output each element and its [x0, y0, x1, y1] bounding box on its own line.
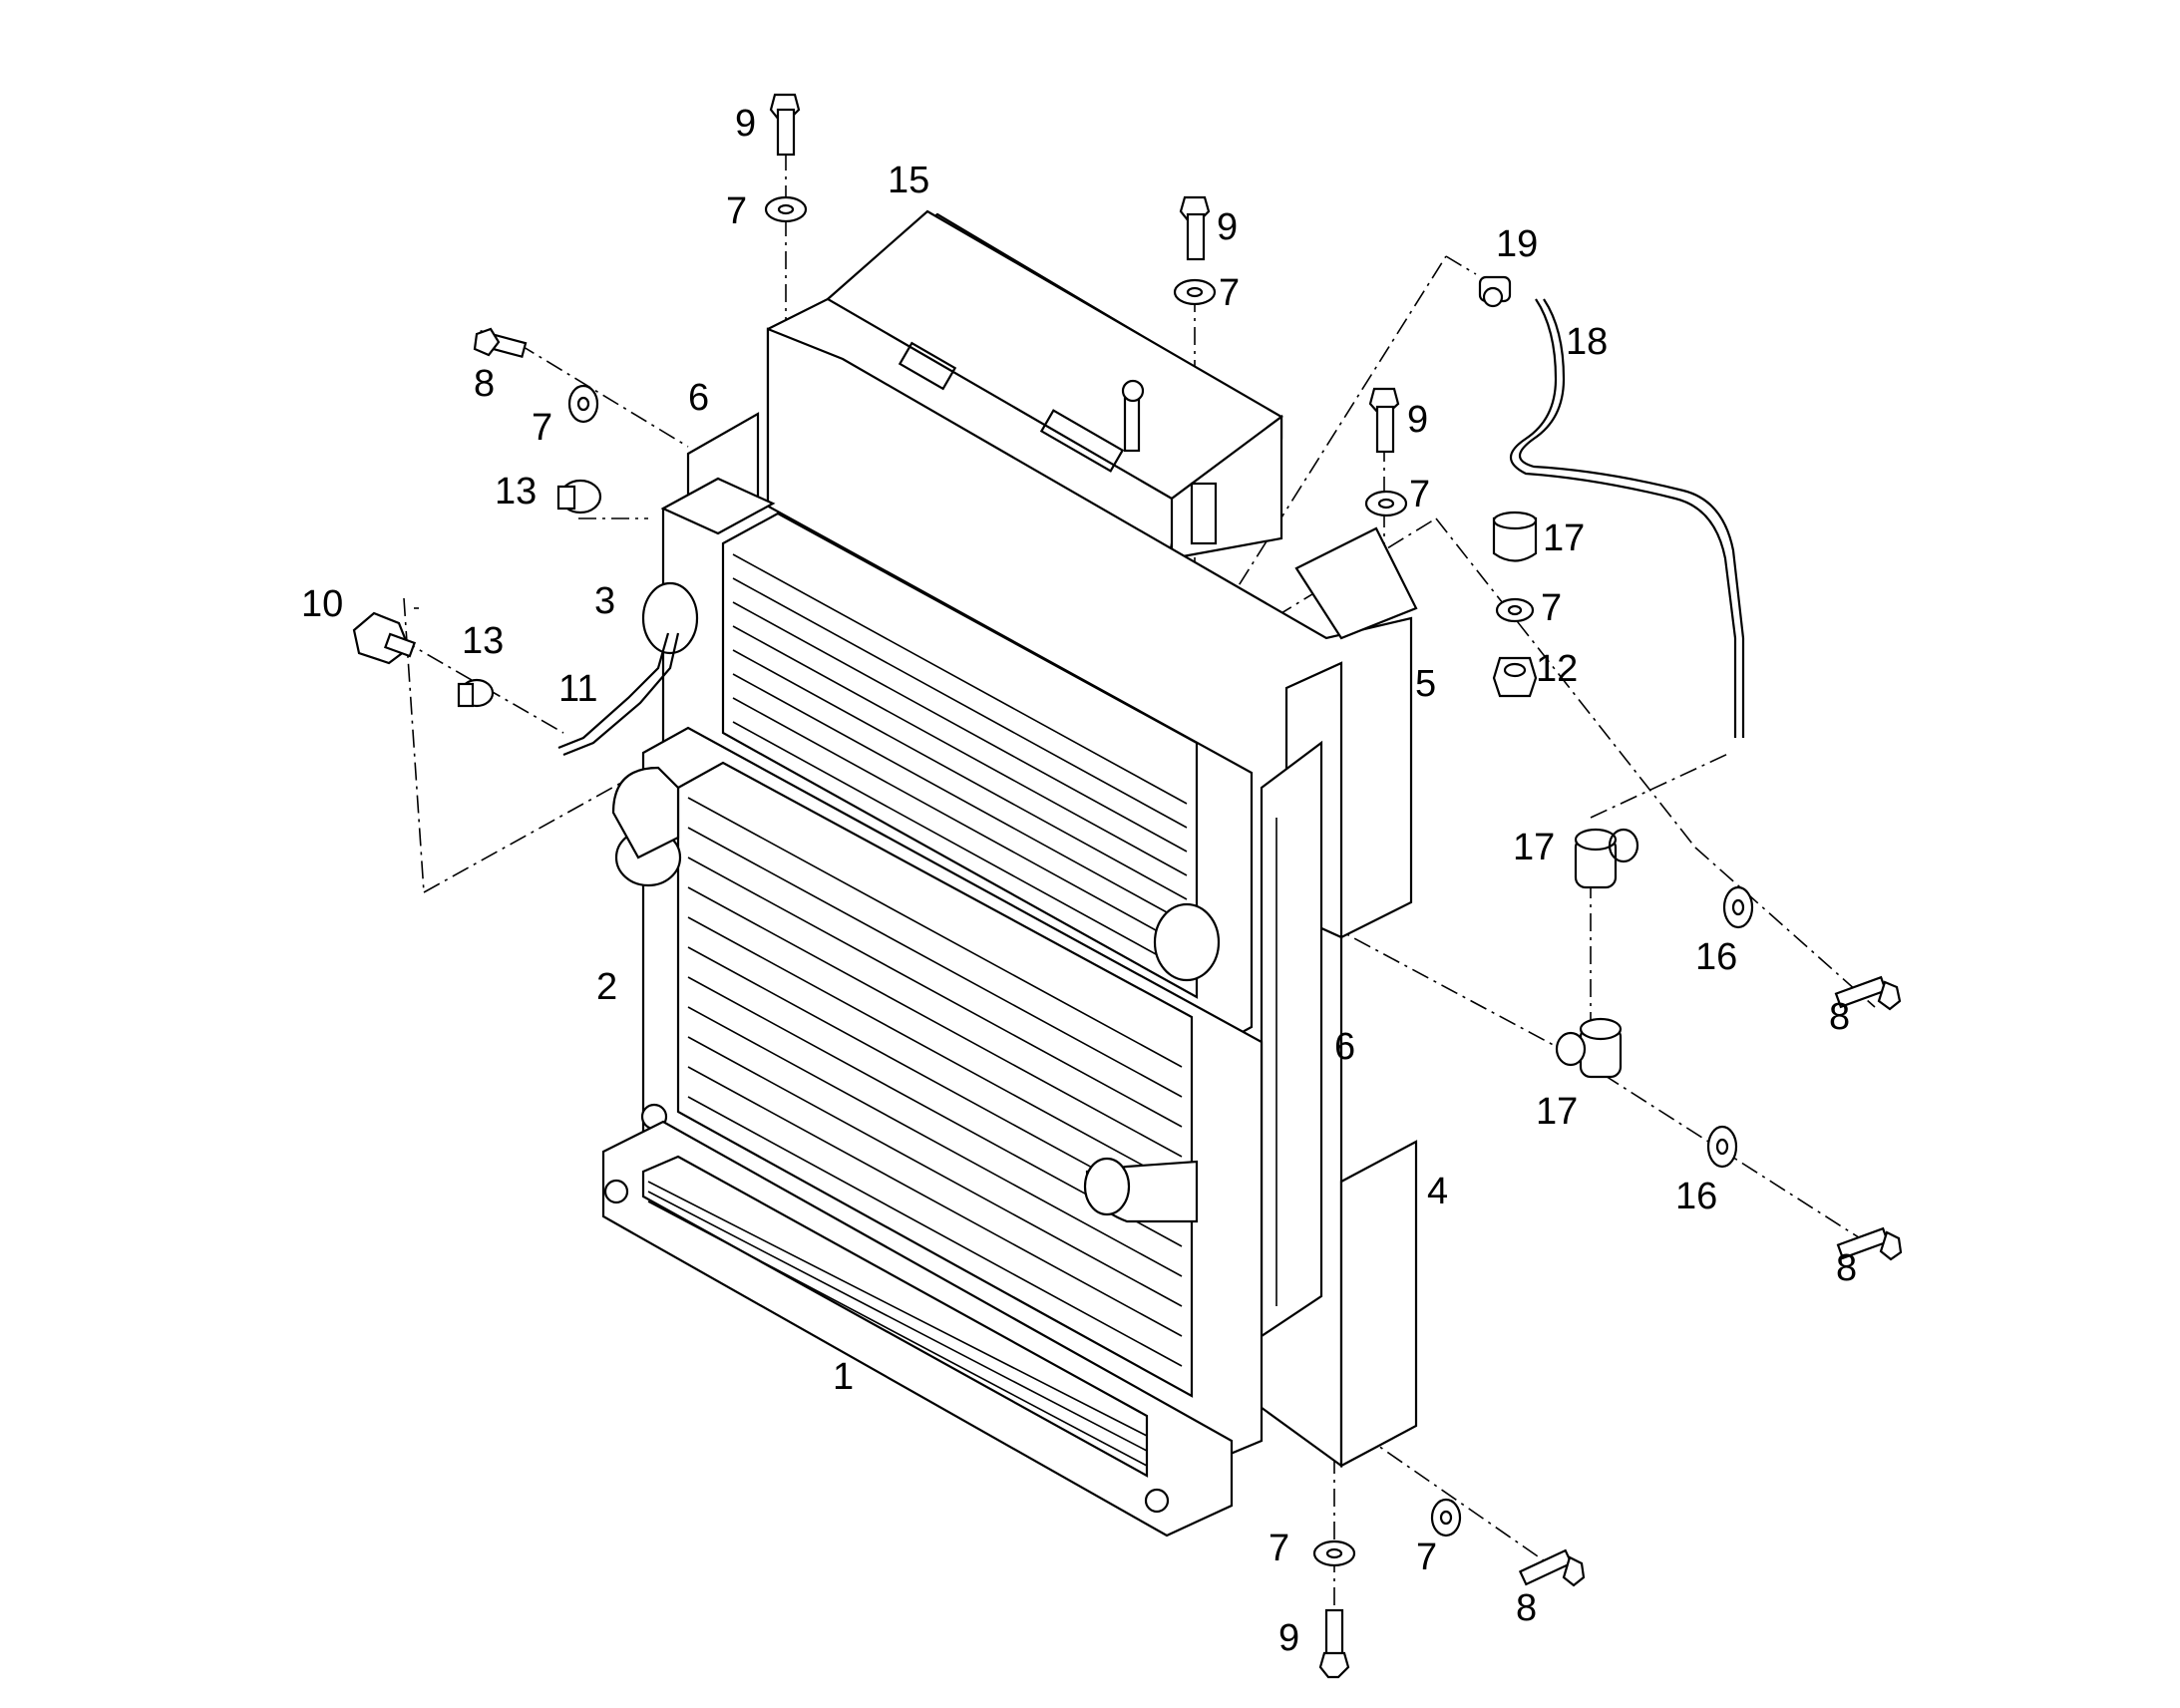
callout-10: 10: [301, 583, 343, 625]
washer-16-upper: [1722, 885, 1754, 929]
washer-7-right: [1495, 597, 1535, 623]
fitting-10: [352, 611, 417, 665]
clamp-13-upper: [556, 479, 602, 514]
callout-4: 4: [1427, 1171, 1448, 1212]
mount-17-top: [1492, 511, 1538, 562]
callout-11: 11: [558, 668, 597, 710]
callout-7-b: 7: [1219, 272, 1240, 314]
washer-7-bottom-left: [1312, 1539, 1356, 1567]
callout-3: 3: [594, 580, 615, 622]
callout-7-c: 7: [1409, 474, 1430, 515]
washer-7-left: [567, 384, 599, 424]
side-plate-right: [1260, 740, 1323, 1339]
callout-13-a: 13: [495, 471, 537, 512]
callout-16-b: 16: [1675, 1176, 1717, 1217]
clamp-13-lower: [457, 678, 495, 708]
callout-7-g: 7: [1416, 1537, 1437, 1578]
callout-9-a: 9: [735, 103, 756, 145]
callout-12: 12: [1536, 648, 1578, 690]
plate-4: [1339, 1140, 1418, 1468]
mount-17-middle: [1574, 828, 1639, 889]
bolt-8-right-upper: [1834, 975, 1902, 1011]
callout-7-a: 7: [726, 190, 747, 232]
bolt-9-top-middle: [1179, 195, 1211, 261]
bolt-9-top-left: [769, 93, 801, 157]
bolt-8-upper-left: [473, 327, 528, 359]
main-radiator: [611, 726, 1264, 1468]
callout-9-c: 9: [1407, 399, 1428, 441]
washer-16-lower: [1706, 1125, 1738, 1169]
bolt-9-top-right: [1368, 387, 1400, 454]
callout-17-b: 17: [1513, 827, 1555, 868]
bolt-8-bottom: [1518, 1548, 1586, 1587]
callout-8-a: 8: [474, 363, 495, 405]
callout-2: 2: [596, 966, 617, 1008]
callout-16-a: 16: [1695, 936, 1737, 978]
callout-19: 19: [1496, 223, 1538, 265]
washer-7-top-left: [764, 195, 808, 223]
callout-9-d: 9: [1278, 1617, 1299, 1659]
callout-13-b: 13: [462, 620, 504, 662]
callout-8-b: 8: [1829, 996, 1850, 1038]
callout-17-a: 17: [1543, 517, 1585, 559]
callout-7-f: 7: [1269, 1528, 1289, 1569]
callout-6-upper: 6: [688, 377, 709, 419]
callout-8-d: 8: [1516, 1587, 1537, 1629]
washer-7-top-right: [1364, 490, 1408, 517]
callout-6-lower: 6: [1334, 1026, 1355, 1068]
callout-5: 5: [1415, 663, 1436, 705]
charge-air-cooler: [557, 477, 1254, 1059]
callout-18: 18: [1566, 321, 1608, 363]
oil-cooler: [601, 1120, 1234, 1537]
callout-8-c: 8: [1836, 1247, 1857, 1289]
callout-9-b: 9: [1217, 206, 1238, 248]
sensor-cable: [1478, 275, 1745, 738]
callout-15: 15: [888, 160, 929, 201]
bolt-9-bottom: [1318, 1608, 1350, 1679]
washer-7-top-middle: [1173, 278, 1217, 306]
callouts: 1 2 3 4 5 6 6 7 7 7 7 7 7 7 8 8 8 8 9 9 …: [301, 103, 1857, 1659]
bolt-8-right-lower: [1836, 1226, 1903, 1261]
nut-12: [1492, 656, 1538, 698]
callout-7-e: 7: [1541, 587, 1562, 629]
mount-17-lower: [1555, 1017, 1623, 1079]
washer-7-bottom-right: [1430, 1498, 1462, 1537]
callout-17-c: 17: [1536, 1091, 1578, 1133]
callout-1: 1: [833, 1356, 854, 1398]
callout-7-d: 7: [532, 407, 552, 449]
